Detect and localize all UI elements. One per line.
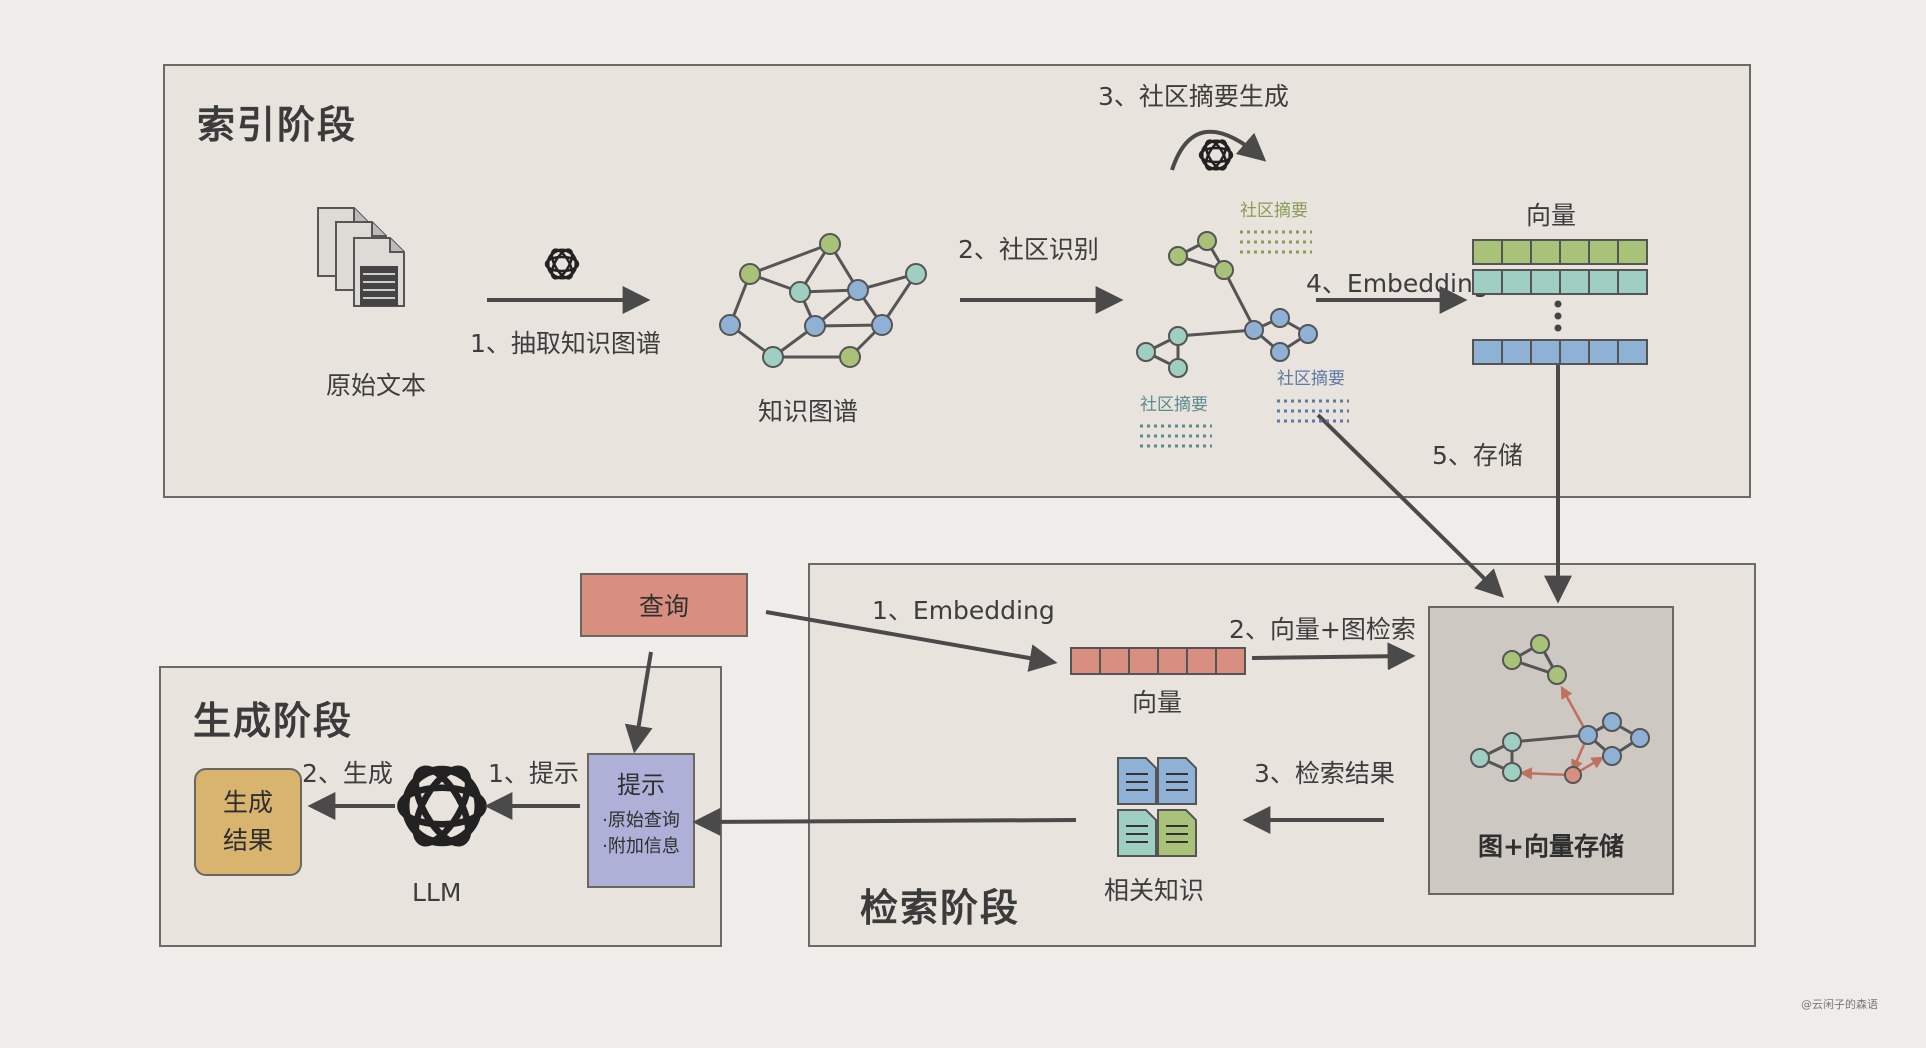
prompt-box: 提示 ·原始查询 ·附加信息 (587, 753, 695, 888)
query-box: 查询 (580, 573, 748, 637)
generate-panel-title: 生成阶段 (193, 699, 354, 743)
llm-label: LLM (412, 878, 462, 907)
result-box: 生成 结果 (194, 768, 302, 876)
community-summary-label-right: 社区摘要 (1277, 369, 1345, 389)
step5-store-label: 5、存储 (1432, 441, 1523, 470)
index-panel: 索引阶段 (163, 64, 1751, 498)
step3-summary-label: 3、社区摘要生成 (1098, 82, 1289, 111)
prompt-item-info: ·附加信息 (602, 836, 680, 857)
query-label: 查询 (638, 592, 689, 621)
retrieve-panel-title: 检索阶段 (860, 886, 1021, 930)
retrieve-step3-label: 3、检索结果 (1254, 759, 1395, 788)
prompt-item-query: ·原始查询 (602, 810, 680, 831)
community-summary-label-top: 社区摘要 (1240, 201, 1308, 221)
related-knowledge-label: 相关知识 (1104, 876, 1205, 905)
watermark: @云闲子的森语 (1801, 998, 1878, 1011)
gen-label: 2、生成 (302, 759, 393, 788)
result-line1: 生成 (222, 788, 273, 817)
step4-embedding-label: 4、Embedding (1306, 269, 1489, 298)
step1-extract-label: 1、抽取知识图谱 (470, 329, 661, 358)
vector-label-index: 向量 (1526, 201, 1577, 230)
kg-label: 知识图谱 (758, 397, 859, 426)
step2-community-label: 2、社区识别 (958, 235, 1099, 264)
index-panel-title: 索引阶段 (197, 103, 358, 147)
graph-vector-store: 图+向量存储 (1428, 606, 1674, 895)
hint-label: 1、提示 (488, 759, 579, 788)
vector-label-retrieve: 向量 (1132, 688, 1183, 717)
store-label: 图+向量存储 (1478, 832, 1624, 861)
community-summary-label-left: 社区摘要 (1140, 395, 1208, 415)
result-line2: 结果 (222, 826, 273, 855)
raw-text-label: 原始文本 (326, 371, 427, 400)
retrieve-step1-label: 1、Embedding (872, 596, 1055, 625)
prompt-title: 提示 (617, 771, 665, 799)
retrieve-step2-label: 2、向量+图检索 (1229, 615, 1416, 644)
